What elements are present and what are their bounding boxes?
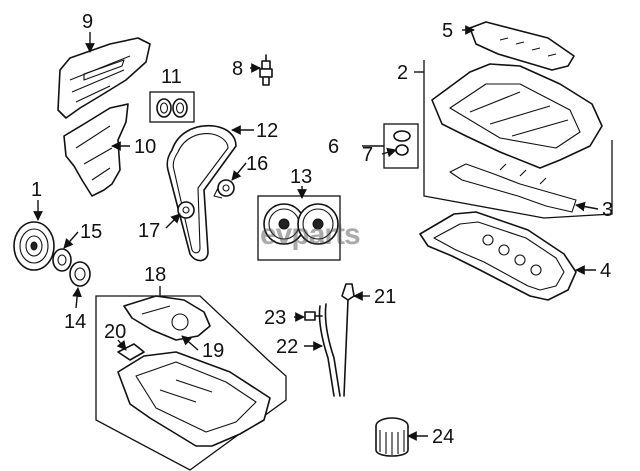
callout-21: 21 — [374, 286, 396, 308]
callout-13: 13 — [290, 166, 312, 188]
crank-sprocket — [69, 261, 91, 287]
callout-10: 10 — [134, 136, 156, 158]
callout-4: 4 — [600, 260, 611, 282]
callout-15: 15 — [80, 221, 102, 243]
evparts-watermark: evparts — [260, 218, 360, 251]
tube-bolt — [304, 311, 323, 321]
lower-timing-cover — [63, 103, 129, 197]
callout-leaders — [33, 25, 599, 441]
oil-pan-assembly — [95, 295, 287, 471]
callout-17: 17 — [138, 220, 160, 242]
callout-20: 20 — [104, 321, 126, 343]
callout-11: 11 — [161, 66, 182, 88]
callout-19: 19 — [202, 340, 224, 362]
seal-kit — [149, 91, 195, 123]
callout-23: 23 — [264, 307, 286, 329]
callout-18: 18 — [144, 264, 166, 286]
callout-14: 14 — [64, 311, 86, 333]
callout-6: 6 — [328, 136, 339, 158]
callout-3: 3 — [602, 199, 613, 221]
oil-filter — [375, 417, 409, 457]
camshaft-gears — [257, 195, 341, 261]
upper-timing-cover — [57, 37, 151, 119]
crank-washer — [52, 248, 72, 272]
callout-24: 24 — [432, 426, 454, 448]
callout-16: 16 — [246, 153, 268, 175]
callout-8: 8 — [232, 58, 243, 80]
callout-7: 7 — [362, 144, 373, 166]
ignition-cover — [469, 21, 575, 71]
callout-5: 5 — [442, 20, 453, 42]
dipstick-tube — [318, 303, 341, 397]
oil-dipstick — [341, 283, 355, 397]
idler-pulley — [213, 179, 235, 199]
valve-cover-gasket-set — [449, 163, 577, 213]
spark-plug — [259, 54, 273, 86]
callout-22: 22 — [276, 336, 298, 358]
callout-2: 2 — [397, 62, 408, 84]
callout-1: 1 — [31, 179, 42, 201]
valve-cover-gasket — [419, 211, 577, 301]
callout-9: 9 — [82, 11, 93, 33]
valve-cover — [423, 60, 613, 219]
timing-belt — [166, 124, 237, 262]
crankshaft-pulley — [13, 221, 55, 271]
tensioner-pulley — [177, 201, 195, 219]
plug-tube-seals — [383, 123, 419, 169]
callout-numbers: 9 10 11 8 12 16 17 13 1 15 14 2 3 4 5 6 … — [31, 11, 613, 448]
callout-12: 12 — [256, 120, 278, 142]
